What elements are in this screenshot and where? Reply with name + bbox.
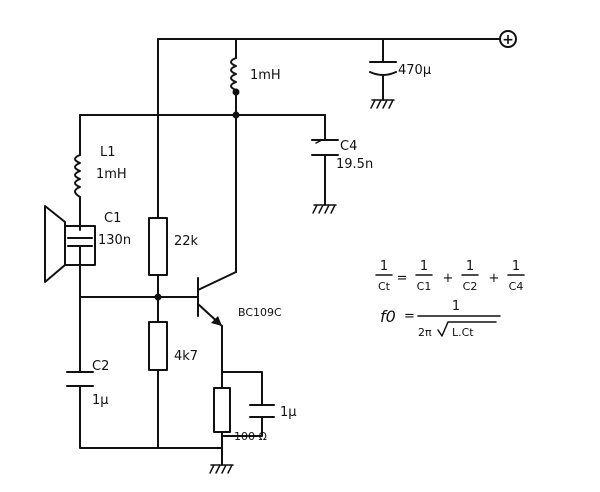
wire-c2-to-ground-line — [79, 385, 223, 449]
speaker-symbol — [44, 205, 96, 283]
inductor-coil — [74, 154, 81, 198]
resistor-body — [148, 217, 168, 276]
frac-num: 1 — [380, 259, 388, 274]
junction-dot — [232, 111, 240, 119]
transistor-collector-leg — [197, 271, 237, 291]
f0-symbol: f0 — [380, 307, 396, 326]
emitter-arrow — [211, 316, 222, 326]
capacitor-emitter-bypass: 1µ — [249, 404, 297, 420]
l1-value-label: 1mH — [96, 167, 127, 182]
c2-value-label: 1µ — [92, 393, 109, 408]
inductor-l1: L1 1mH — [74, 145, 127, 198]
resistor-body — [213, 387, 231, 433]
capacitor-470u: 470µ — [369, 61, 431, 78]
cap-470u-label: 470µ — [398, 63, 431, 78]
inductor-top-label: 1mH — [250, 68, 281, 83]
formula-ct: 1 Ct = 1 C1 + 1 C2 + 1 C4 — [375, 259, 525, 293]
two-pi: 2π — [418, 326, 432, 339]
frac-den-c4: C4 — [509, 280, 524, 293]
formula-f0: f0 = 1 2π L.Ct — [380, 299, 501, 339]
c4-value-label: 19.5n — [336, 157, 373, 172]
capacitor-c4: C4 19.5n — [311, 139, 373, 172]
plus-sign: + — [443, 271, 454, 286]
inductor-top: 1mH — [230, 57, 281, 93]
terminal-circle — [499, 30, 517, 48]
l1-name-label: L1 — [100, 145, 116, 160]
plus-sign: + — [489, 271, 500, 286]
c4-name-label: C4 — [340, 139, 357, 154]
res-100r-label: 100 Ω — [234, 430, 267, 443]
res-22k-label: 22k — [174, 234, 199, 249]
c1-name-label: C1 — [104, 211, 121, 226]
speaker-cone — [44, 205, 66, 283]
ground-symbol — [209, 464, 234, 474]
resistor-4k7: 4k7 — [148, 321, 198, 371]
resistor-22k: 22k — [148, 217, 199, 276]
frac-den-c2: C2 — [463, 280, 478, 293]
ground-symbol — [312, 204, 337, 214]
junction-dot — [154, 293, 162, 301]
resistor-body — [148, 321, 168, 371]
inductor-coil — [230, 57, 237, 93]
wire-bypass-return — [221, 416, 263, 437]
sqrt-sign — [437, 321, 497, 337]
cap-bypass-label: 1µ — [280, 405, 297, 420]
resistor-100r: 100 Ω — [213, 387, 267, 443]
transistor-label: BC109C — [238, 306, 282, 319]
frac-den-c1: C1 — [417, 280, 432, 293]
c2-name-label: C2 — [92, 359, 109, 374]
res-4k7-label: 4k7 — [174, 349, 198, 364]
ground-symbol — [370, 99, 395, 109]
frac-num: 1 — [466, 259, 474, 274]
frac-den-ct: Ct — [378, 280, 391, 293]
terminal-plus-label: + — [502, 32, 514, 48]
frac-num: 1 — [420, 259, 428, 274]
sqrt-argument: L.Ct — [452, 326, 474, 339]
transistor-bc109c: BC109C — [197, 271, 282, 327]
capacitor-c2: C2 1µ — [66, 359, 109, 408]
speaker-box — [64, 225, 96, 266]
equals-sign: = — [397, 271, 408, 286]
frac-num: 1 — [512, 259, 520, 274]
c1-value-label: 130n — [98, 233, 131, 248]
equals-sign: = — [404, 309, 415, 324]
capacitor-c1: C1 130n — [67, 211, 131, 248]
wire-emitter-to-bypass — [221, 371, 263, 406]
cap-curved-plate — [369, 71, 397, 76]
frac-num: 1 — [452, 299, 460, 314]
wires — [79, 38, 501, 466]
supply-terminal: + — [499, 30, 517, 48]
